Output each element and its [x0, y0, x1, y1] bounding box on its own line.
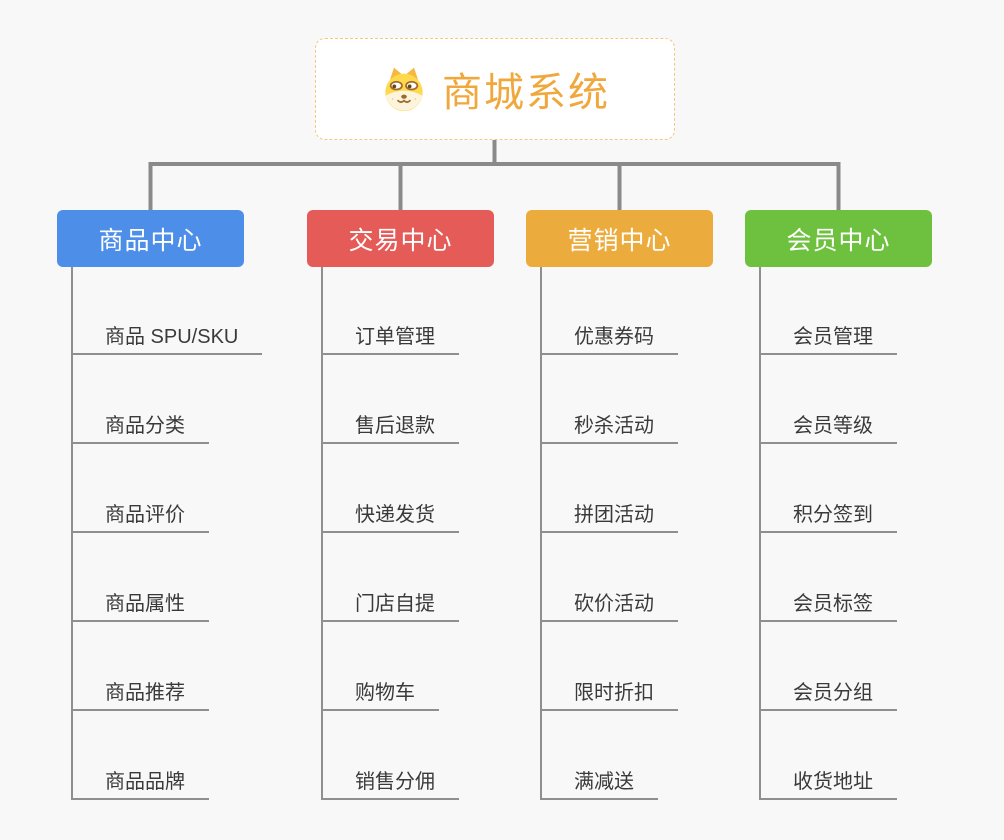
- mindmap-node[interactable]: 商品 SPU/SKU: [73, 267, 263, 355]
- node-label: 销售分佣: [355, 771, 435, 793]
- branch-column-product-center: 商品 SPU/SKU 商品分类 商品评价 商品属性 商品推荐 商品品牌: [71, 267, 263, 800]
- branch-header-label: 营销中心: [567, 226, 672, 255]
- node-label: 商品评价: [105, 504, 185, 526]
- node-label: 会员分组: [793, 682, 873, 704]
- mindmap-node[interactable]: 会员等级: [761, 355, 897, 444]
- mindmap-node[interactable]: 积分签到: [761, 444, 897, 533]
- mindmap-node[interactable]: 门店自提: [323, 533, 459, 622]
- branch-header-label: 商品中心: [98, 226, 203, 255]
- node-label: 商品品牌: [105, 771, 185, 793]
- node-label: 购物车: [355, 682, 415, 704]
- mindmap-node[interactable]: 商品评价: [73, 444, 209, 533]
- mindmap-node[interactable]: 满减送: [542, 711, 658, 800]
- mindmap-node[interactable]: 商品属性: [73, 533, 209, 622]
- mindmap-node[interactable]: 秒杀活动: [542, 355, 678, 444]
- branch-header-marketing-center[interactable]: 营销中心: [526, 210, 713, 267]
- mindmap-node[interactable]: 会员标签: [761, 533, 897, 622]
- node-label: 限时折扣: [574, 682, 654, 704]
- node-label: 商品属性: [105, 593, 185, 615]
- branch-header-product-center[interactable]: 商品中心: [57, 210, 244, 267]
- mindmap-node[interactable]: 会员分组: [761, 622, 897, 711]
- node-label: 优惠券码: [574, 326, 654, 348]
- node-label: 收货地址: [793, 771, 873, 793]
- node-label: 会员管理: [793, 326, 873, 348]
- mindmap-node[interactable]: 限时折扣: [542, 622, 678, 711]
- mindmap-node[interactable]: 优惠券码: [542, 267, 678, 355]
- branch-column-member-center: 会员管理 会员等级 积分签到 会员标签 会员分组 收货地址: [759, 267, 897, 800]
- branch-header-label: 交易中心: [348, 226, 453, 255]
- mindmap-node[interactable]: 会员管理: [761, 267, 897, 355]
- node-label: 商品推荐: [105, 682, 185, 704]
- node-label: 订单管理: [355, 326, 435, 348]
- mindmap-node[interactable]: 收货地址: [761, 711, 897, 800]
- mindmap-node[interactable]: 快递发货: [323, 444, 459, 533]
- branch-header-trade-center[interactable]: 交易中心: [307, 210, 494, 267]
- root-node[interactable]: 商城系统: [315, 38, 675, 140]
- node-label: 砍价活动: [574, 593, 654, 615]
- node-label: 商品分类: [105, 415, 185, 437]
- node-label: 门店自提: [355, 593, 435, 615]
- mindmap-node[interactable]: 砍价活动: [542, 533, 678, 622]
- dog-face-icon: [385, 67, 423, 111]
- node-label: 商品 SPU/SKU: [105, 326, 239, 348]
- mindmap-node[interactable]: 商品推荐: [73, 622, 209, 711]
- root-title: 商城系统: [442, 71, 610, 115]
- branch-column-marketing-center: 优惠券码 秒杀活动 拼团活动 砍价活动 限时折扣 满减送: [540, 267, 678, 800]
- node-label: 售后退款: [355, 415, 435, 437]
- mindmap-node[interactable]: 订单管理: [323, 267, 459, 355]
- branch-column-trade-center: 订单管理 售后退款 快递发货 门店自提 购物车 销售分佣: [321, 267, 459, 800]
- node-label: 快递发货: [355, 504, 435, 526]
- branch-header-label: 会员中心: [786, 226, 891, 255]
- mindmap-node[interactable]: 拼团活动: [542, 444, 678, 533]
- mindmap-node[interactable]: 商品分类: [73, 355, 209, 444]
- branch-header-member-center[interactable]: 会员中心: [745, 210, 932, 267]
- node-label: 会员标签: [793, 593, 873, 615]
- node-label: 拼团活动: [574, 504, 654, 526]
- mindmap-node[interactable]: 购物车: [323, 622, 439, 711]
- mindmap-node[interactable]: 商品品牌: [73, 711, 209, 800]
- node-label: 积分签到: [793, 504, 873, 526]
- node-label: 会员等级: [793, 415, 873, 437]
- mindmap-node[interactable]: 销售分佣: [323, 711, 459, 800]
- node-label: 满减送: [574, 771, 634, 793]
- mindmap-node[interactable]: 售后退款: [323, 355, 459, 444]
- node-label: 秒杀活动: [574, 415, 654, 437]
